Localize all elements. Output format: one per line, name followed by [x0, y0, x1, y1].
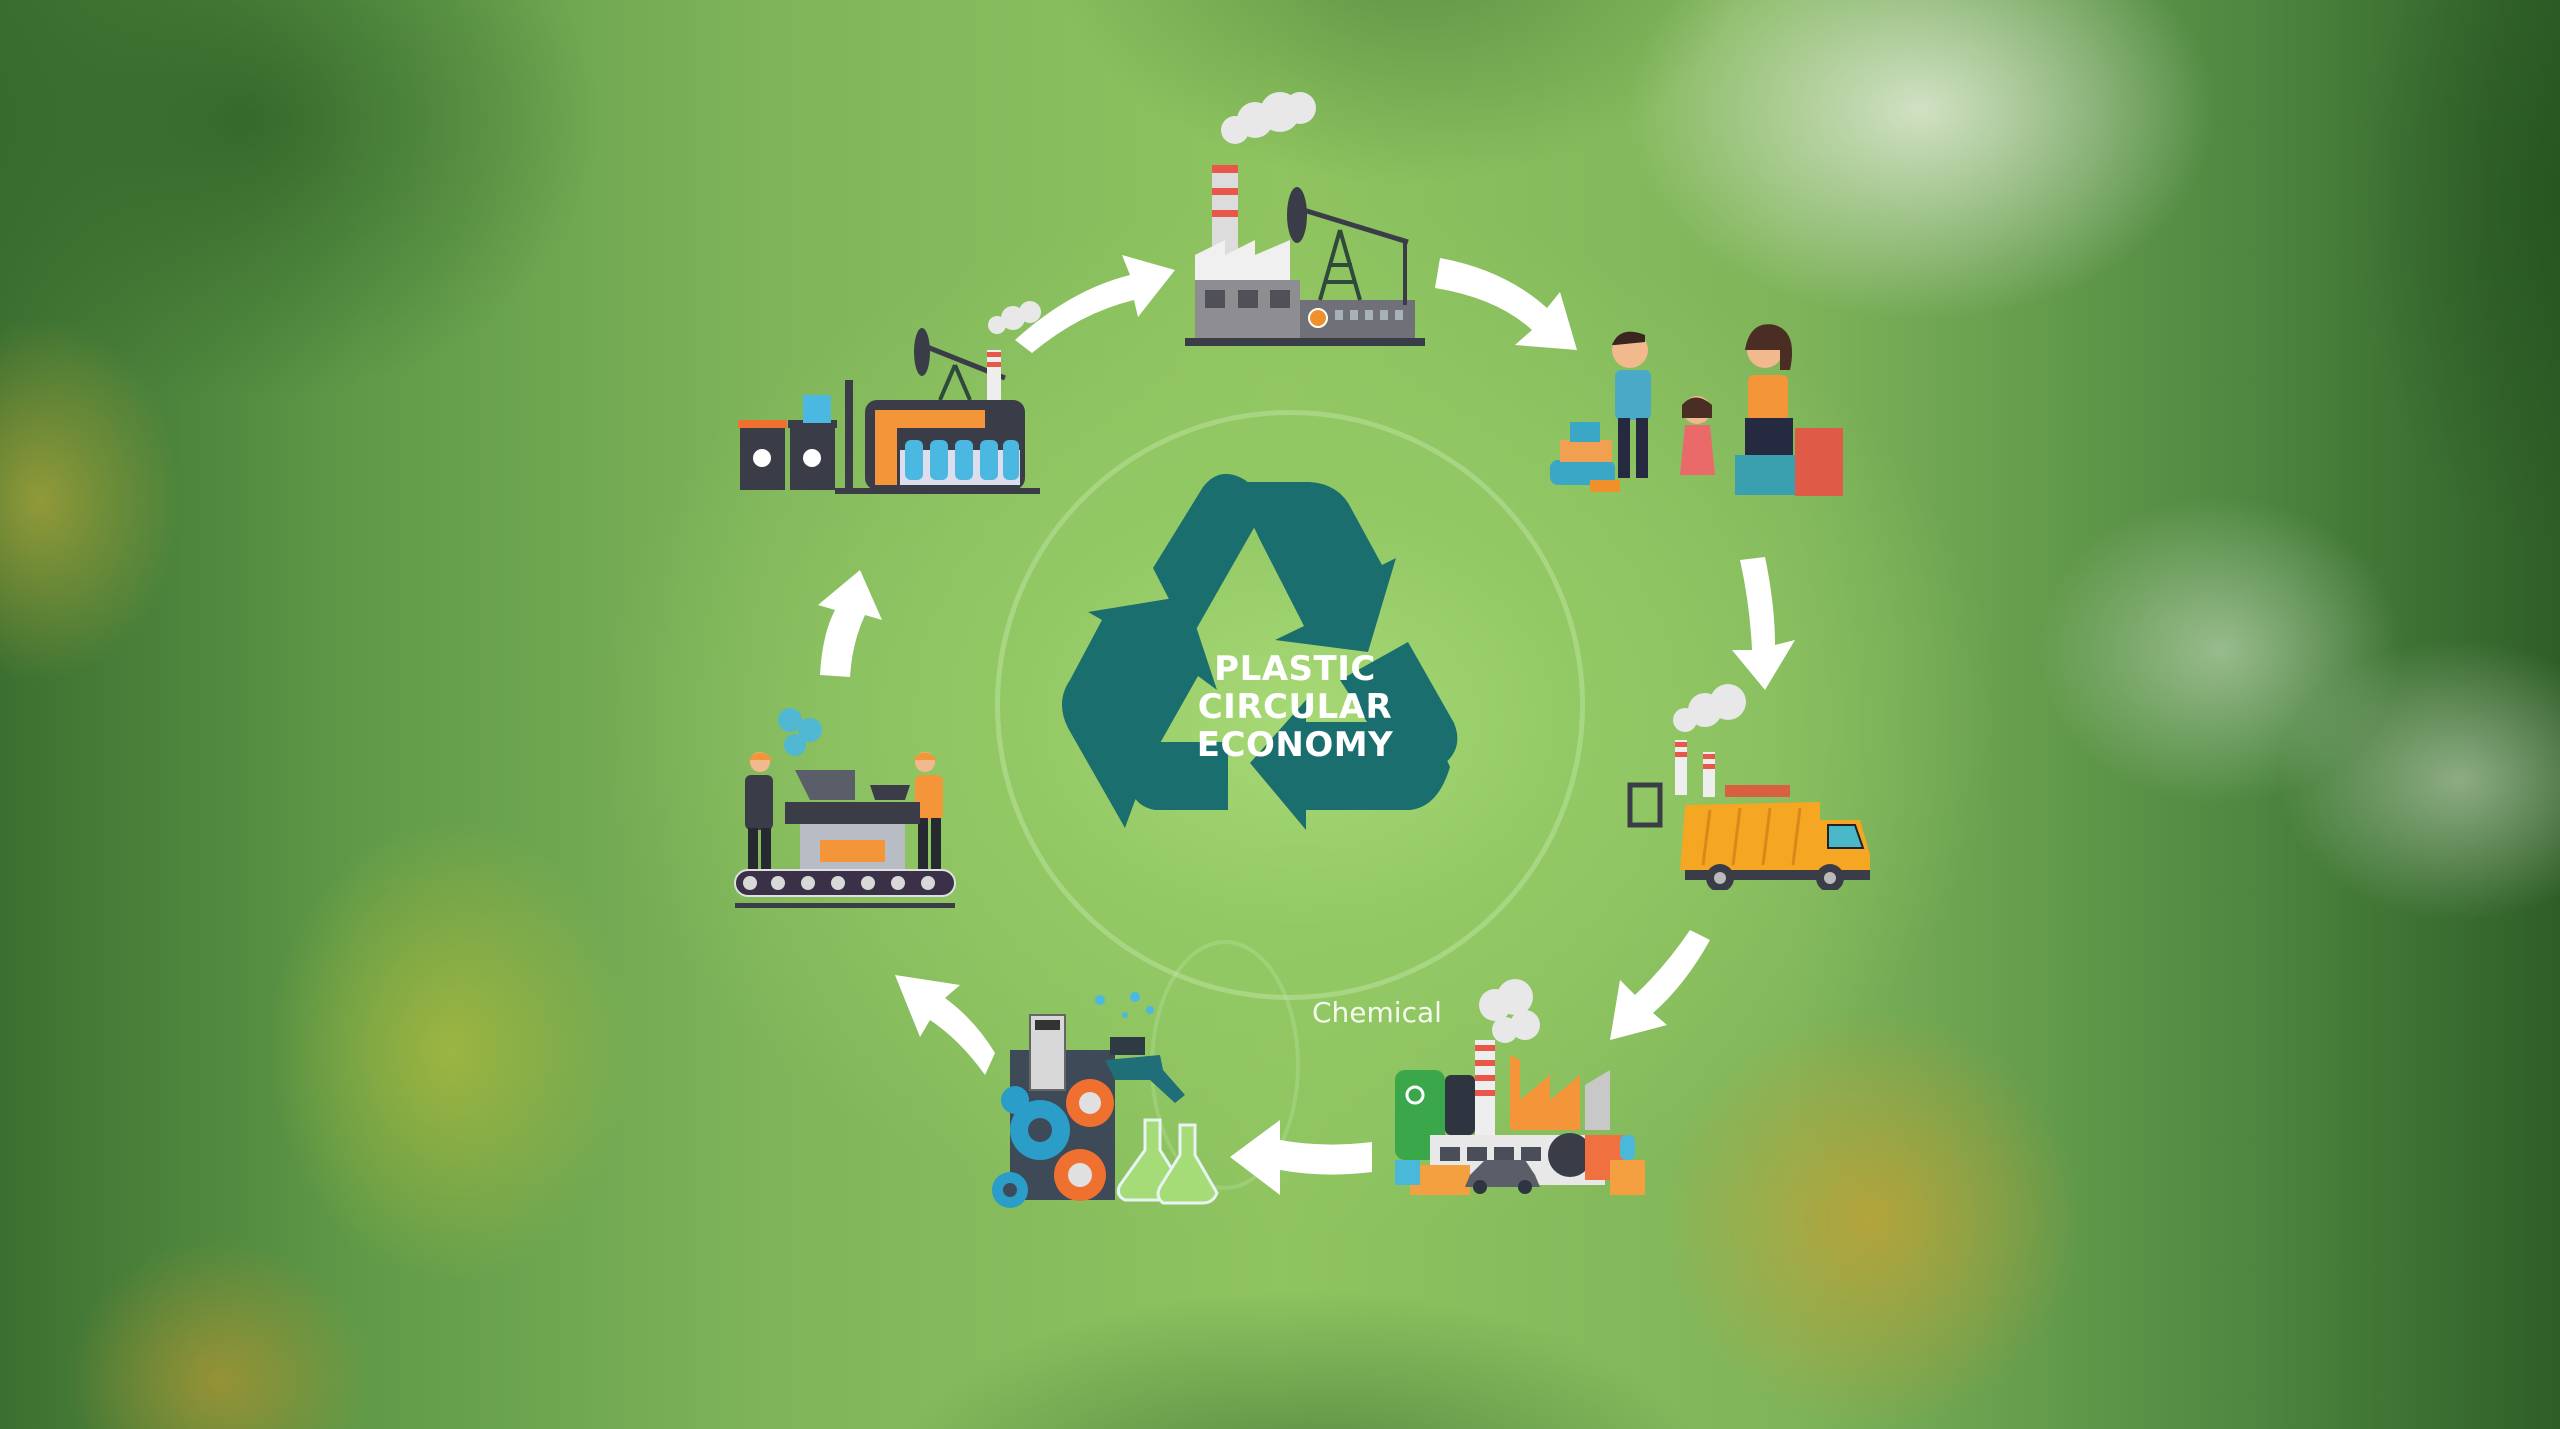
arrow-icon — [1732, 557, 1795, 690]
title-line-2: CIRCULAR — [1197, 687, 1393, 727]
title-line-1: PLASTIC — [1214, 649, 1376, 689]
arrow-icon — [1435, 258, 1577, 350]
gears-flasks-icon — [992, 992, 1219, 1208]
arrow-icon — [895, 975, 995, 1075]
family-shopping-icon — [1550, 324, 1843, 496]
center-ring — [995, 410, 1585, 1000]
stage-label-chemical: Chemical — [1312, 996, 1442, 1029]
title-line-3: ECONOMY — [1196, 725, 1394, 765]
arrow-icon — [1015, 255, 1175, 353]
arrow-icon — [818, 570, 882, 677]
factory-oil-pump-icon — [1185, 92, 1425, 346]
arrow-icon — [1610, 930, 1710, 1040]
arrow-icon — [1230, 1120, 1372, 1195]
center-title: PLASTIC CIRCULAR ECONOMY — [1150, 650, 1440, 764]
garbage-truck-icon — [1627, 684, 1870, 890]
recycle-icon — [1061, 473, 1458, 830]
bins-oil-plant-bottles-icon — [738, 301, 1041, 494]
chemical-factory-icon — [1395, 979, 1645, 1195]
workers-conveyor-icon — [734, 708, 956, 908]
